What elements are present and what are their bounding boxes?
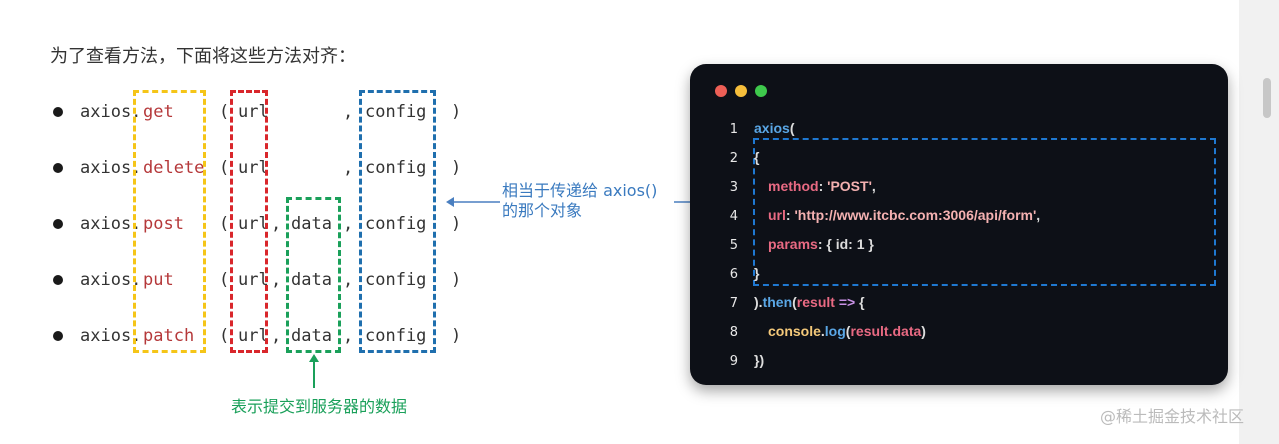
row-prefix: axios.: [80, 270, 142, 290]
code-line-5: params: { id: 1 }: [768, 236, 874, 252]
scrollbar-track[interactable]: [1239, 0, 1279, 444]
scrollbar-thumb[interactable]: [1263, 78, 1271, 118]
row-prefix: axios.: [80, 214, 142, 234]
row-prefix: axios.: [80, 158, 142, 178]
config-object-highlight-box: [753, 138, 1216, 286]
row-config: config: [365, 326, 427, 346]
bullet-icon: [53, 331, 63, 341]
row-sep2: ,: [343, 102, 354, 122]
row-url: url: [238, 214, 269, 234]
row-sep2: ,: [343, 158, 354, 178]
line-number: 6: [729, 267, 738, 282]
url-highlight-box: [230, 90, 268, 353]
row-close: ): [451, 102, 462, 122]
row-config: config: [365, 158, 427, 178]
bullet-icon: [53, 219, 63, 229]
row-close: ): [451, 326, 462, 346]
row-sep2: ,: [343, 326, 354, 346]
row-method: patch: [143, 326, 195, 346]
row-sep1: ,: [271, 214, 282, 234]
row-close: ): [451, 214, 462, 234]
method-highlight-box: [133, 90, 206, 353]
row-method: delete: [143, 158, 205, 178]
code-window: 1 2 3 4 5 6 7 8 9 axios( { method: 'POST', url: …: [690, 64, 1228, 385]
intro-text: 为了查看方法，下面将这些方法对齐：: [50, 46, 356, 67]
code-line-6: }: [754, 265, 760, 281]
code-line-4: url: 'http://www.itcbc.com:3006/api/form…: [768, 207, 1041, 223]
row-data: data: [291, 214, 332, 234]
row-sep2: ,: [343, 214, 354, 234]
row-open: (: [219, 270, 230, 290]
row-open: (: [219, 158, 230, 178]
line-number: 3: [729, 180, 738, 195]
row-method: post: [143, 214, 184, 234]
config-pointer-arrow: [446, 197, 500, 207]
row-prefix: axios.: [80, 102, 142, 122]
row-open: (: [219, 326, 230, 346]
row-close: ): [451, 158, 462, 178]
config-annotation-line1: 相当于传递给 axios(): [502, 181, 658, 200]
code-line-2: {: [754, 149, 760, 165]
row-config: config: [365, 270, 427, 290]
window-close-dot: [715, 85, 727, 97]
line-number: 8: [729, 325, 738, 340]
watermark: @稀土掘金技术社区: [1100, 407, 1245, 426]
row-close: ): [451, 270, 462, 290]
config-annotation-line2: 的那个对象: [502, 201, 583, 220]
code-line-3: method: 'POST',: [768, 178, 876, 194]
line-number: 4: [729, 209, 738, 224]
data-pointer-arrow: [309, 354, 319, 388]
code-line-1: axios(: [754, 120, 795, 136]
line-number: 1: [729, 122, 738, 137]
row-data: data: [291, 326, 332, 346]
row-url: url: [238, 158, 269, 178]
line-number: 9: [729, 354, 738, 369]
code-line-8: console.log(result.data): [768, 323, 926, 339]
code-line-9: }): [754, 352, 765, 368]
line-number: 5: [729, 238, 738, 253]
code-line-7: ).then(result => {: [754, 294, 865, 310]
row-config: config: [365, 214, 427, 234]
row-open: (: [219, 102, 230, 122]
row-url: url: [238, 270, 269, 290]
row-open: (: [219, 214, 230, 234]
row-method: get: [143, 102, 174, 122]
line-number: 2: [729, 151, 738, 166]
config-highlight-box: [359, 90, 436, 353]
row-data: data: [291, 270, 332, 290]
line-number: 7: [729, 296, 738, 311]
row-url: url: [238, 102, 269, 122]
row-prefix: axios.: [80, 326, 142, 346]
row-url: url: [238, 326, 269, 346]
row-config: config: [365, 102, 427, 122]
row-sep1: ,: [271, 270, 282, 290]
data-highlight-box: [286, 197, 341, 353]
data-annotation: 表示提交到服务器的数据: [231, 397, 408, 416]
window-minimize-dot: [735, 85, 747, 97]
bullet-icon: [53, 163, 63, 173]
row-method: put: [143, 270, 174, 290]
window-maximize-dot: [755, 85, 767, 97]
bullet-icon: [53, 275, 63, 285]
row-sep1: ,: [271, 326, 282, 346]
bullet-icon: [53, 107, 63, 117]
row-sep2: ,: [343, 270, 354, 290]
